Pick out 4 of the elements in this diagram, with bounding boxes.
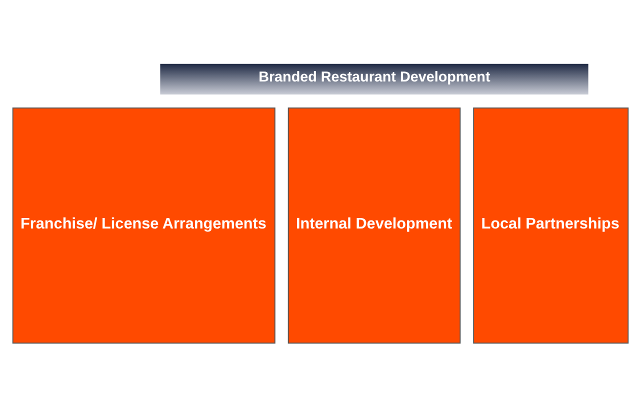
node-box: Branded Restaurant Development xyxy=(160,63,588,94)
node-box: Franchise/ License Arrangements xyxy=(12,107,276,344)
node-box: Internal Development xyxy=(288,107,461,344)
node-box: Local Partnerships xyxy=(473,107,629,344)
